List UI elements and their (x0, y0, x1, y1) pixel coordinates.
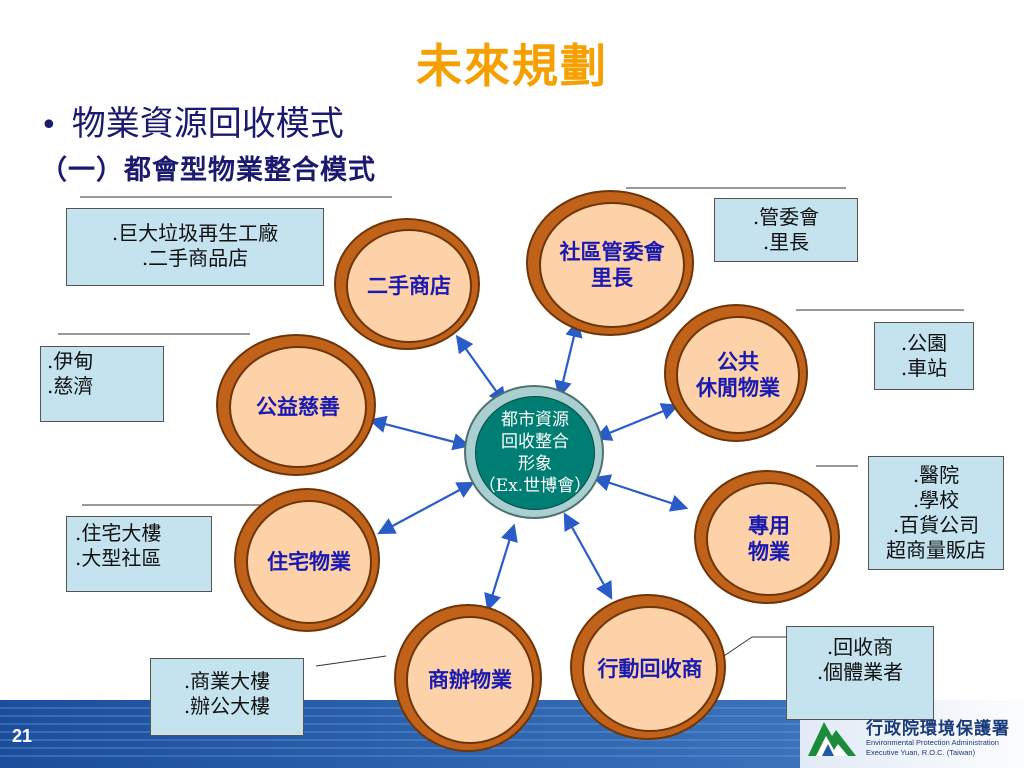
node-public-leisure: 公共 休閒物業 (664, 304, 808, 442)
hub-line-4: （Ex.世博會） (478, 476, 592, 496)
page-number: 21 (12, 726, 33, 746)
hub-line-1: 都市資源 (501, 410, 569, 430)
node-label: 行動回收商 (597, 657, 703, 681)
box-item: .公園 (900, 331, 948, 355)
box-top-left: .巨大垃圾再生工廠 .二手商品店 (66, 208, 324, 286)
node-second-hand-store: 二手商店 (334, 218, 480, 350)
node-label-line-1: 社區管委會 (559, 240, 665, 264)
box-mobile: .回收商 .個體業者 (786, 626, 934, 720)
node-label: 住宅物業 (267, 550, 351, 574)
box-top-right: .管委會 .里長 (714, 198, 858, 262)
arrow-residential (377, 481, 475, 535)
node-mobile-recycler: 行動回收商 (570, 594, 726, 740)
box-item: 超商量販店 (886, 538, 986, 562)
box-item: .伊甸 (47, 349, 94, 373)
epa-logo-icon (808, 722, 856, 756)
box-item: .車站 (900, 356, 948, 380)
box-item: .回收商 (826, 635, 894, 659)
node-label: 商辦物業 (428, 668, 512, 692)
bullet-text: 物業資源回收模式 (71, 104, 344, 144)
box-right-mid: .醫院 .學校 .百貨公司 超商量販店 (868, 456, 1004, 570)
box-item: .二手商品店 (141, 246, 249, 270)
hub-inner: 都市資源 回收整合 形象 （Ex.世博會） (475, 396, 595, 510)
org-name-english-line-2: Executive Yuan, R.O.C. (Taiwan) (866, 748, 976, 757)
node-label-line-2: 物業 (748, 540, 790, 564)
box-item: .商業大樓 (183, 669, 271, 693)
box-item: .大型社區 (75, 546, 162, 570)
box-item: .學校 (912, 488, 960, 512)
box-right-top: .公園 .車站 (874, 322, 974, 390)
box-item: .住宅大樓 (75, 521, 162, 545)
box-item: .辦公大樓 (183, 694, 271, 718)
node-dedicated-property: 專用 物業 (694, 470, 840, 604)
arrow-charity (368, 415, 471, 451)
node-charity: 公益慈善 (216, 334, 376, 476)
node-label-line-1: 公共 (717, 350, 759, 374)
arrow-community (554, 319, 583, 399)
box-residential: .住宅大樓 .大型社區 (66, 516, 212, 592)
box-item: .巨大垃圾再生工廠 (111, 221, 279, 245)
bullet-dot-icon: • (40, 108, 58, 143)
box-item: .慈濟 (47, 374, 94, 398)
node-label: 二手商店 (367, 274, 451, 298)
hub-line-3: 形象 (518, 454, 552, 474)
arrow-public (593, 403, 680, 441)
box-item: .里長 (762, 230, 810, 254)
hub-line-2: 回收整合 (501, 432, 569, 452)
bullet-item: • 物業資源回收模式 (40, 96, 344, 145)
box-left: .伊甸 .慈濟 (40, 346, 164, 422)
org-name-chinese: 行政院環境保護署 (866, 719, 1010, 739)
section-subtitle: （一）都會型物業整合模式 (40, 155, 376, 186)
node-residential: 住宅物業 (234, 488, 380, 632)
box-item: .百貨公司 (892, 513, 980, 537)
arrow-second-hand (455, 334, 507, 406)
arrow-office (484, 523, 518, 612)
node-label-line-2: 休閒物業 (696, 376, 780, 400)
hub-circle: 都市資源 回收整合 形象 （Ex.世博會） (464, 385, 604, 519)
node-office: 商辦物業 (394, 604, 542, 752)
rule-lines (58, 187, 964, 667)
node-community-committee: 社區管委會 里長 (526, 190, 694, 336)
node-label: 公益慈善 (256, 395, 340, 419)
arrow-mobile (563, 512, 613, 600)
box-item: .醫院 (912, 463, 960, 487)
box-office: .商業大樓 .辦公大樓 (150, 658, 304, 736)
node-label-line-1: 專用 (748, 514, 790, 538)
box-item: .個體業者 (816, 660, 904, 684)
arrow-dedicated (592, 474, 689, 512)
slide-title: 未來規劃 (416, 39, 608, 93)
node-label-line-2: 里長 (591, 266, 633, 290)
org-name-english-line-1: Environmental Protection Administration (866, 738, 999, 747)
box-item: .管委會 (752, 205, 820, 229)
